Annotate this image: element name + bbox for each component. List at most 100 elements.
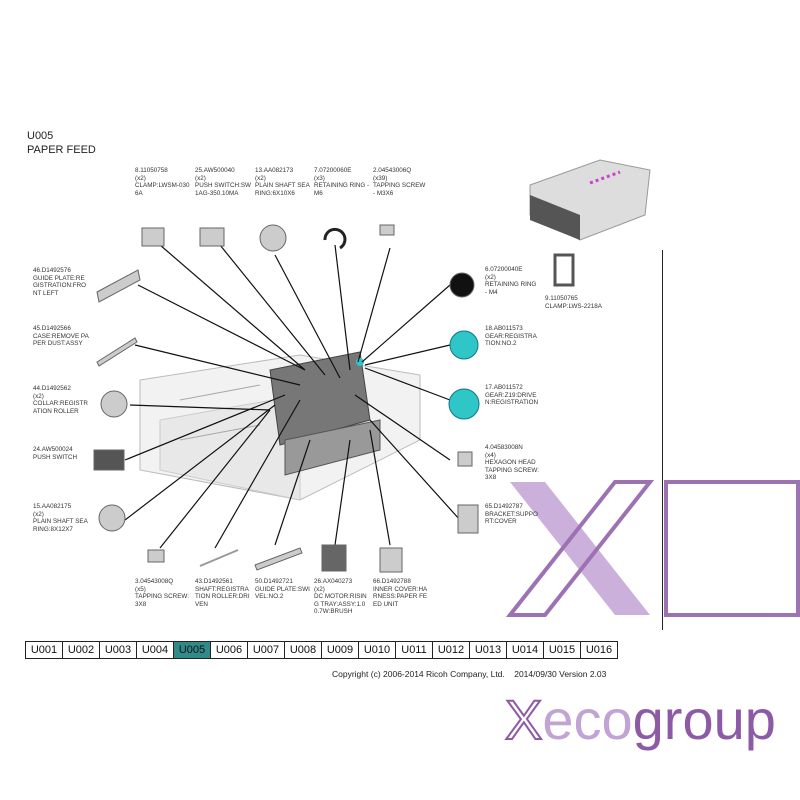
gear-icon [448, 388, 480, 420]
case-icon [96, 337, 138, 367]
part-label[interactable]: 3.04543008Q(x5)TAPPING SCREW: 3X8 [135, 578, 191, 608]
part-qty: (x2) [135, 174, 146, 182]
part-label[interactable]: 25.AW500040(x2)PUSH SWITCH:SW1AG-350.10M… [195, 167, 251, 197]
clamp-icon [553, 253, 575, 287]
part-number: 6.07200040E [485, 266, 523, 273]
nav-tab-u010[interactable]: U010 [359, 642, 396, 658]
part-name: GEAR:REGISTRATION:NO.2 [485, 332, 537, 348]
part-name: SHAFT:REGISTRATION ROLLER:DRIVEN [195, 585, 250, 608]
part-name: HEXAGON HEAD TAPPING SCREW:3X8 [485, 459, 539, 482]
hex-screw-icon [457, 451, 473, 467]
tapping-screw-icon [147, 549, 165, 563]
nav-tab-u016[interactable]: U016 [585, 644, 613, 656]
nav-tab-u013[interactable]: U013 [470, 642, 507, 658]
nav-tab-u006[interactable]: U006 [211, 642, 248, 658]
collar-icon [100, 390, 128, 418]
retaining-ring-icon [449, 272, 475, 298]
part-name: DC MOTOR:RISING TRAY:ASSY:1.00.7W:BRUSH [314, 593, 367, 616]
part-name: TAPPING SCREW - M3X6 [373, 182, 426, 197]
part-name: CLAMP:LWS-2218A [545, 302, 602, 310]
divider-line [662, 250, 663, 630]
part-name: RETAINING RING - M4 [485, 281, 537, 296]
part-name: PUSH SWITCH:SW1AG-350.10MA [195, 182, 251, 197]
part-name: PUSH SWITCH [33, 453, 78, 461]
part-number: 9.11050765 [545, 295, 578, 302]
nav-tab-u002[interactable]: U002 [63, 642, 100, 658]
gear-icon [449, 330, 479, 360]
nav-tab-u008[interactable]: U008 [285, 642, 322, 658]
part-name: CLAMP:LWSM-0306A [135, 182, 190, 197]
nav-tab-u003[interactable]: U003 [100, 642, 137, 658]
watermark-text: Xecogroup [504, 691, 776, 749]
push-switch-icon [93, 449, 125, 471]
part-number: 15.AA082175 [33, 503, 72, 510]
watermark-x: X [504, 688, 543, 751]
part-name: GUIDE PLATE:REGISTRATION:FRONT LEFT [33, 274, 87, 297]
watermark-group: group [632, 688, 776, 751]
nav-tab-u009[interactable]: U009 [322, 642, 359, 658]
part-label[interactable]: 7.07200060E(x3)RETAINING RING - M6 [314, 167, 370, 197]
part-number: 8.11050758 [135, 167, 168, 174]
part-name: RETAINING RING - M6 [314, 182, 370, 197]
part-number: 4.04583008N [485, 444, 523, 451]
part-qty: (x3) [314, 174, 325, 182]
part-qty: (x2) [485, 273, 496, 281]
part-name: GUIDE PLATE:SWIVEL:NO.2 [255, 585, 310, 601]
nav-tab-u012[interactable]: U012 [433, 642, 470, 658]
nav-tab-u005[interactable]: U005 [174, 642, 211, 658]
part-label[interactable]: 4.04583008N(x4)HEXAGON HEAD TAPPING SCRE… [485, 444, 540, 482]
nav-tab-u011[interactable]: U011 [396, 642, 433, 658]
page-title: PAPER FEED [27, 144, 96, 156]
part-number: 66.D1492788 [373, 578, 411, 585]
section-code: U005 [27, 130, 54, 142]
part-label[interactable]: 13.AA082173(x2)PLAIN SHAFT SEARING:6X10X… [255, 167, 311, 197]
part-qty: (x4) [485, 451, 496, 459]
nav-tab-u007[interactable]: U007 [248, 642, 285, 658]
nav-tab-u014[interactable]: U014 [507, 642, 544, 658]
part-number: 7.07200060E [314, 167, 352, 174]
part-label[interactable]: 2.04543006Q(x39)TAPPING SCREW - M3X6 [373, 167, 429, 197]
part-number: 45.D1492566 [33, 325, 71, 332]
part-name: CASE:REMOVE PAPER DUST:ASSY [33, 332, 89, 348]
dc-motor-icon [321, 544, 347, 572]
part-label[interactable]: 6.07200040E(x2)RETAINING RING - M4 [485, 266, 540, 296]
nav-tab-u001[interactable]: U001 [26, 642, 63, 658]
part-name: COLLAR:REGISTRATION ROLLER [33, 400, 88, 415]
shaft-bearing-icon [98, 504, 126, 532]
part-qty: (x5) [135, 585, 146, 593]
part-label[interactable]: 15.AA082175(x2)PLAIN SHAFT SEARING:8X12X… [33, 503, 89, 533]
part-label[interactable]: 8.11050758(x2)CLAMP:LWSM-0306A [135, 167, 191, 197]
part-label[interactable]: 26.AX040273(x2)DC MOTOR:RISING TRAY:ASSY… [314, 578, 370, 616]
part-qty: (x2) [195, 174, 206, 182]
part-number: 43.D1492561 [195, 578, 233, 585]
nav-tab-u015[interactable]: U015 [544, 642, 581, 658]
guide-plate-icon [254, 547, 303, 571]
part-number: 3.04543008Q [135, 578, 174, 585]
part-number: 18.AB011573 [485, 325, 523, 332]
part-number: 44.D1492562 [33, 385, 71, 392]
part-qty: (x2) [314, 585, 325, 593]
part-name: GEAR:Z19:DRIVEN:REGISTRATION [485, 391, 539, 407]
part-number: 46.D1492576 [33, 267, 71, 274]
part-label[interactable]: 44.D1492562(x2)COLLAR:REGISTRATION ROLLE… [33, 385, 89, 415]
clamp-icon [141, 227, 165, 247]
nav-tab-u004[interactable]: U004 [137, 642, 174, 658]
part-number: 17.AB011572 [485, 384, 523, 391]
part-name: PLAIN SHAFT SEARING:8X12X7 [33, 518, 88, 533]
part-qty: (x2) [33, 392, 44, 400]
retaining-ring-icon [323, 227, 347, 250]
paper-feed-assembly [139, 351, 421, 501]
inner-cover-icon [379, 547, 403, 573]
